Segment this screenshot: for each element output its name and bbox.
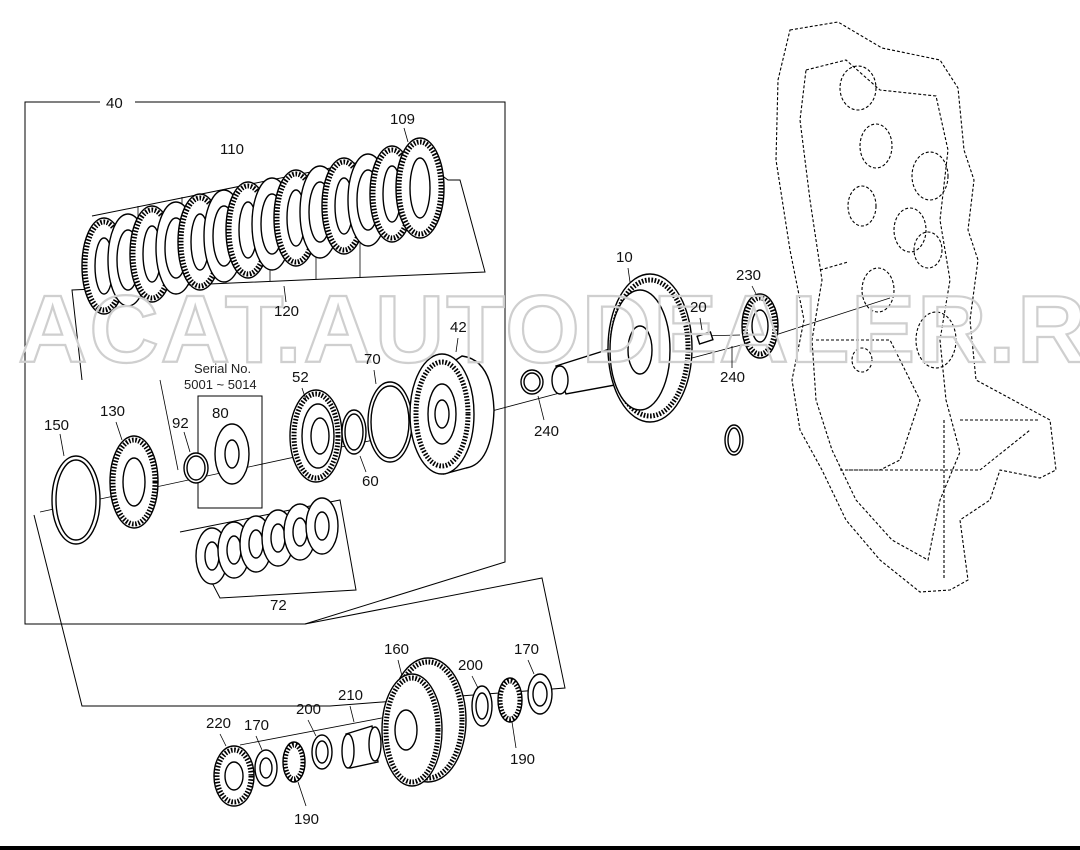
label-170-right: 170 — [514, 641, 539, 658]
label-230: 230 — [736, 267, 761, 284]
label-200-right: 200 — [458, 657, 483, 674]
label-110: 110 — [220, 141, 244, 158]
washer-200-left — [311, 734, 333, 770]
ring-240-right — [724, 424, 744, 456]
label-72: 72 — [270, 597, 287, 614]
label-160: 160 — [384, 641, 409, 658]
label-200-left: 200 — [296, 701, 321, 718]
label-42: 42 — [450, 319, 467, 336]
washer-200-right — [471, 685, 493, 727]
label-70: 70 — [364, 351, 381, 368]
label-109: 109 — [390, 111, 415, 128]
bearing-190-right — [497, 677, 523, 723]
label-130: 130 — [100, 403, 125, 420]
axis-line-right — [759, 297, 891, 341]
leader-lines — [59, 127, 757, 807]
label-120: 120 — [274, 303, 299, 320]
group-40-frame — [24, 101, 506, 625]
label-52: 52 — [292, 369, 309, 386]
clutch-housing-42 — [409, 353, 495, 475]
label-92: 92 — [172, 415, 189, 432]
washer-170-left — [254, 749, 278, 787]
label-40: 40 — [106, 95, 123, 112]
washer-set-72 — [195, 497, 339, 585]
label-20: 20 — [690, 299, 707, 316]
bearing-52 — [289, 389, 343, 483]
ring-60 — [341, 409, 367, 455]
disc-130 — [109, 435, 159, 529]
needle-bearing-210 — [341, 725, 382, 769]
ring-240-left — [520, 369, 544, 395]
bearing-220 — [213, 745, 255, 807]
pin-20 — [696, 331, 714, 345]
label-170-left: 170 — [244, 717, 269, 734]
serial-box — [159, 379, 263, 509]
ring-70 — [367, 381, 413, 463]
ring-92 — [183, 452, 209, 484]
label-190-left: 190 — [294, 811, 319, 828]
washer-80 — [214, 423, 250, 485]
label-240-left: 240 — [534, 423, 559, 440]
label-240-right: 240 — [720, 369, 745, 386]
label-210: 210 — [338, 687, 363, 704]
snap-ring-150 — [51, 455, 101, 545]
serial-line-2: 5001 ~ 5014 — [184, 377, 257, 392]
washer-170-right — [527, 673, 553, 715]
part-labels: 40 109 110 120 42 70 52 80 92 130 150 60… — [44, 95, 761, 828]
label-10: 10 — [616, 249, 633, 266]
gear-160 — [381, 657, 467, 787]
bearing-190-left — [282, 741, 306, 783]
bottom-border — [0, 846, 1080, 850]
transmission-housing — [775, 21, 1057, 593]
bearing-230 — [741, 293, 779, 359]
label-150: 150 — [44, 417, 69, 434]
clutch-discs — [81, 137, 445, 315]
gear-shaft-10 — [551, 273, 693, 423]
label-60: 60 — [362, 473, 379, 490]
serial-line-1: Serial No. — [194, 361, 251, 376]
label-190-right: 190 — [510, 751, 535, 768]
watermark: ACAT.AUTODEALER.RU — [18, 276, 1080, 383]
label-220: 220 — [206, 715, 231, 732]
label-80: 80 — [212, 405, 229, 422]
